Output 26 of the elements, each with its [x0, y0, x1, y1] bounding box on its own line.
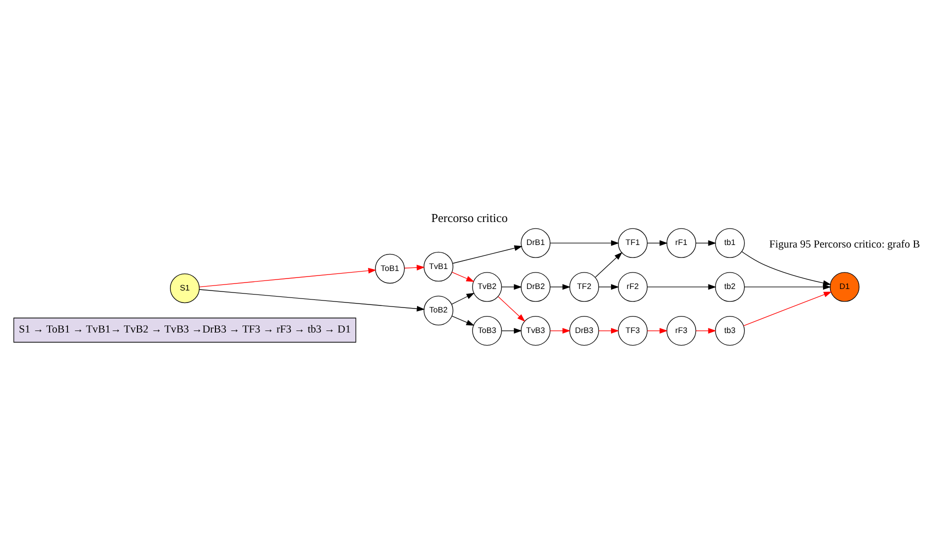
- arrow: [500, 328, 522, 334]
- arrow: [450, 292, 474, 305]
- arrow: [497, 296, 525, 322]
- caption: Figura 95 Percorso critico: grafo B: [768, 238, 920, 251]
- arrow: [695, 328, 716, 334]
- arrow: [198, 268, 376, 288]
- arrow: [404, 264, 424, 270]
- arrow: [451, 272, 474, 282]
- arrow: [549, 284, 570, 290]
- arrow: [744, 284, 831, 290]
- arrow: [646, 240, 668, 246]
- arrow: [549, 240, 619, 246]
- arrow: [598, 284, 619, 290]
- diagram-title: Percorso critico: [430, 211, 508, 226]
- arrow: [198, 289, 424, 312]
- arrow: [452, 245, 522, 264]
- arrow: [598, 328, 619, 334]
- arrow: [549, 328, 570, 334]
- arrow: [646, 328, 668, 334]
- arrow: [646, 284, 716, 290]
- arrow: [742, 292, 832, 326]
- arrow: [695, 240, 716, 246]
- arrow: [451, 316, 474, 326]
- arrow: [594, 252, 622, 278]
- label: S1 → ToB1 → TvB1→ TvB2 → TvB3 →DrB3 → TF3 → rF3 → tb3 → D1: [18, 324, 350, 336]
- arrow: [500, 284, 522, 290]
